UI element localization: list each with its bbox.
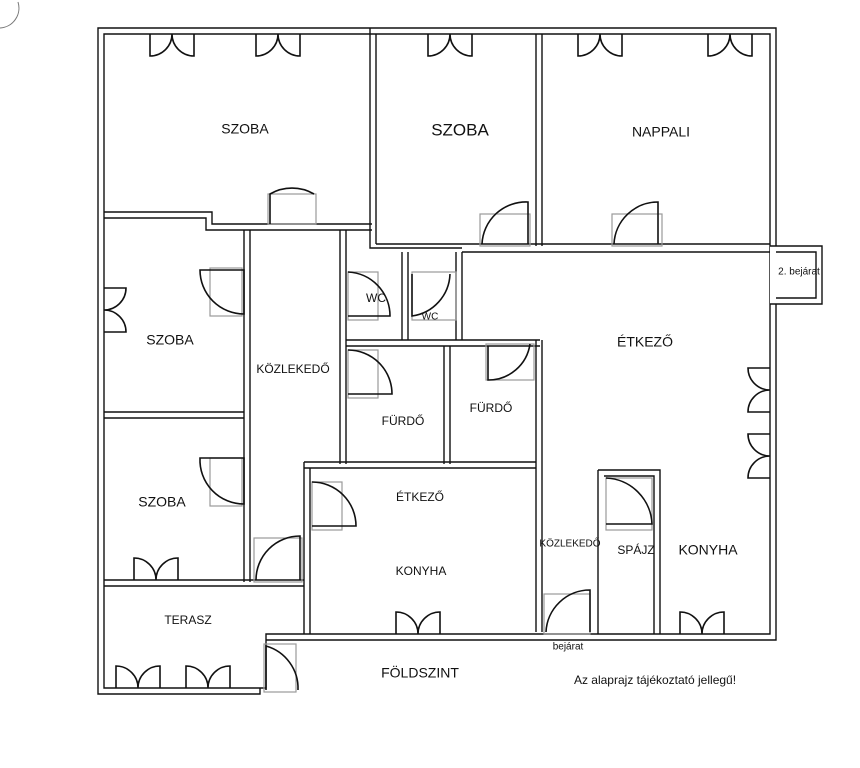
floor-label: FÖLDSZINT xyxy=(381,664,459,681)
room-label-szoba-2: SZOBA xyxy=(431,120,489,139)
room-label-furdo-2: FÜRDŐ xyxy=(470,400,513,415)
disclaimer-note: Az alaprajz tájékoztató jellegű! xyxy=(574,673,736,687)
room-label-kozlekedo-1: KÖZLEKEDŐ xyxy=(256,361,329,376)
room-label-etkezo-2: ÉTKEZŐ xyxy=(396,489,444,504)
interior-walls xyxy=(104,28,770,634)
room-label-spajz: SPÁJZ xyxy=(617,542,654,557)
room-label-furdo-1: FÜRDŐ xyxy=(382,413,425,428)
room-label-wc-2: WC xyxy=(422,312,439,323)
entrance-label: bejárat xyxy=(553,642,584,653)
room-label-szoba-1: SZOBA xyxy=(221,121,269,137)
room-label-wc-1: WC xyxy=(366,291,386,305)
room-label-kozlekedo-2: KÖZLEKEDŐ xyxy=(539,536,600,550)
doors xyxy=(199,187,663,693)
room-label-nappali: NAPPALI xyxy=(632,124,690,140)
room-label-konyha-1: KONYHA xyxy=(396,564,447,578)
room-label-terasz: TERASZ xyxy=(164,613,211,627)
room-label-szoba-4: SZOBA xyxy=(138,494,186,510)
room-label-etkezo-1: ÉTKEZŐ xyxy=(617,334,673,350)
second-entrance-label: 2. bejárat xyxy=(778,267,820,278)
room-label-konyha-2: KONYHA xyxy=(678,542,738,558)
room-label-szoba-3: SZOBA xyxy=(146,332,194,348)
corner-arc-mark xyxy=(0,1,20,29)
windows xyxy=(103,33,771,689)
